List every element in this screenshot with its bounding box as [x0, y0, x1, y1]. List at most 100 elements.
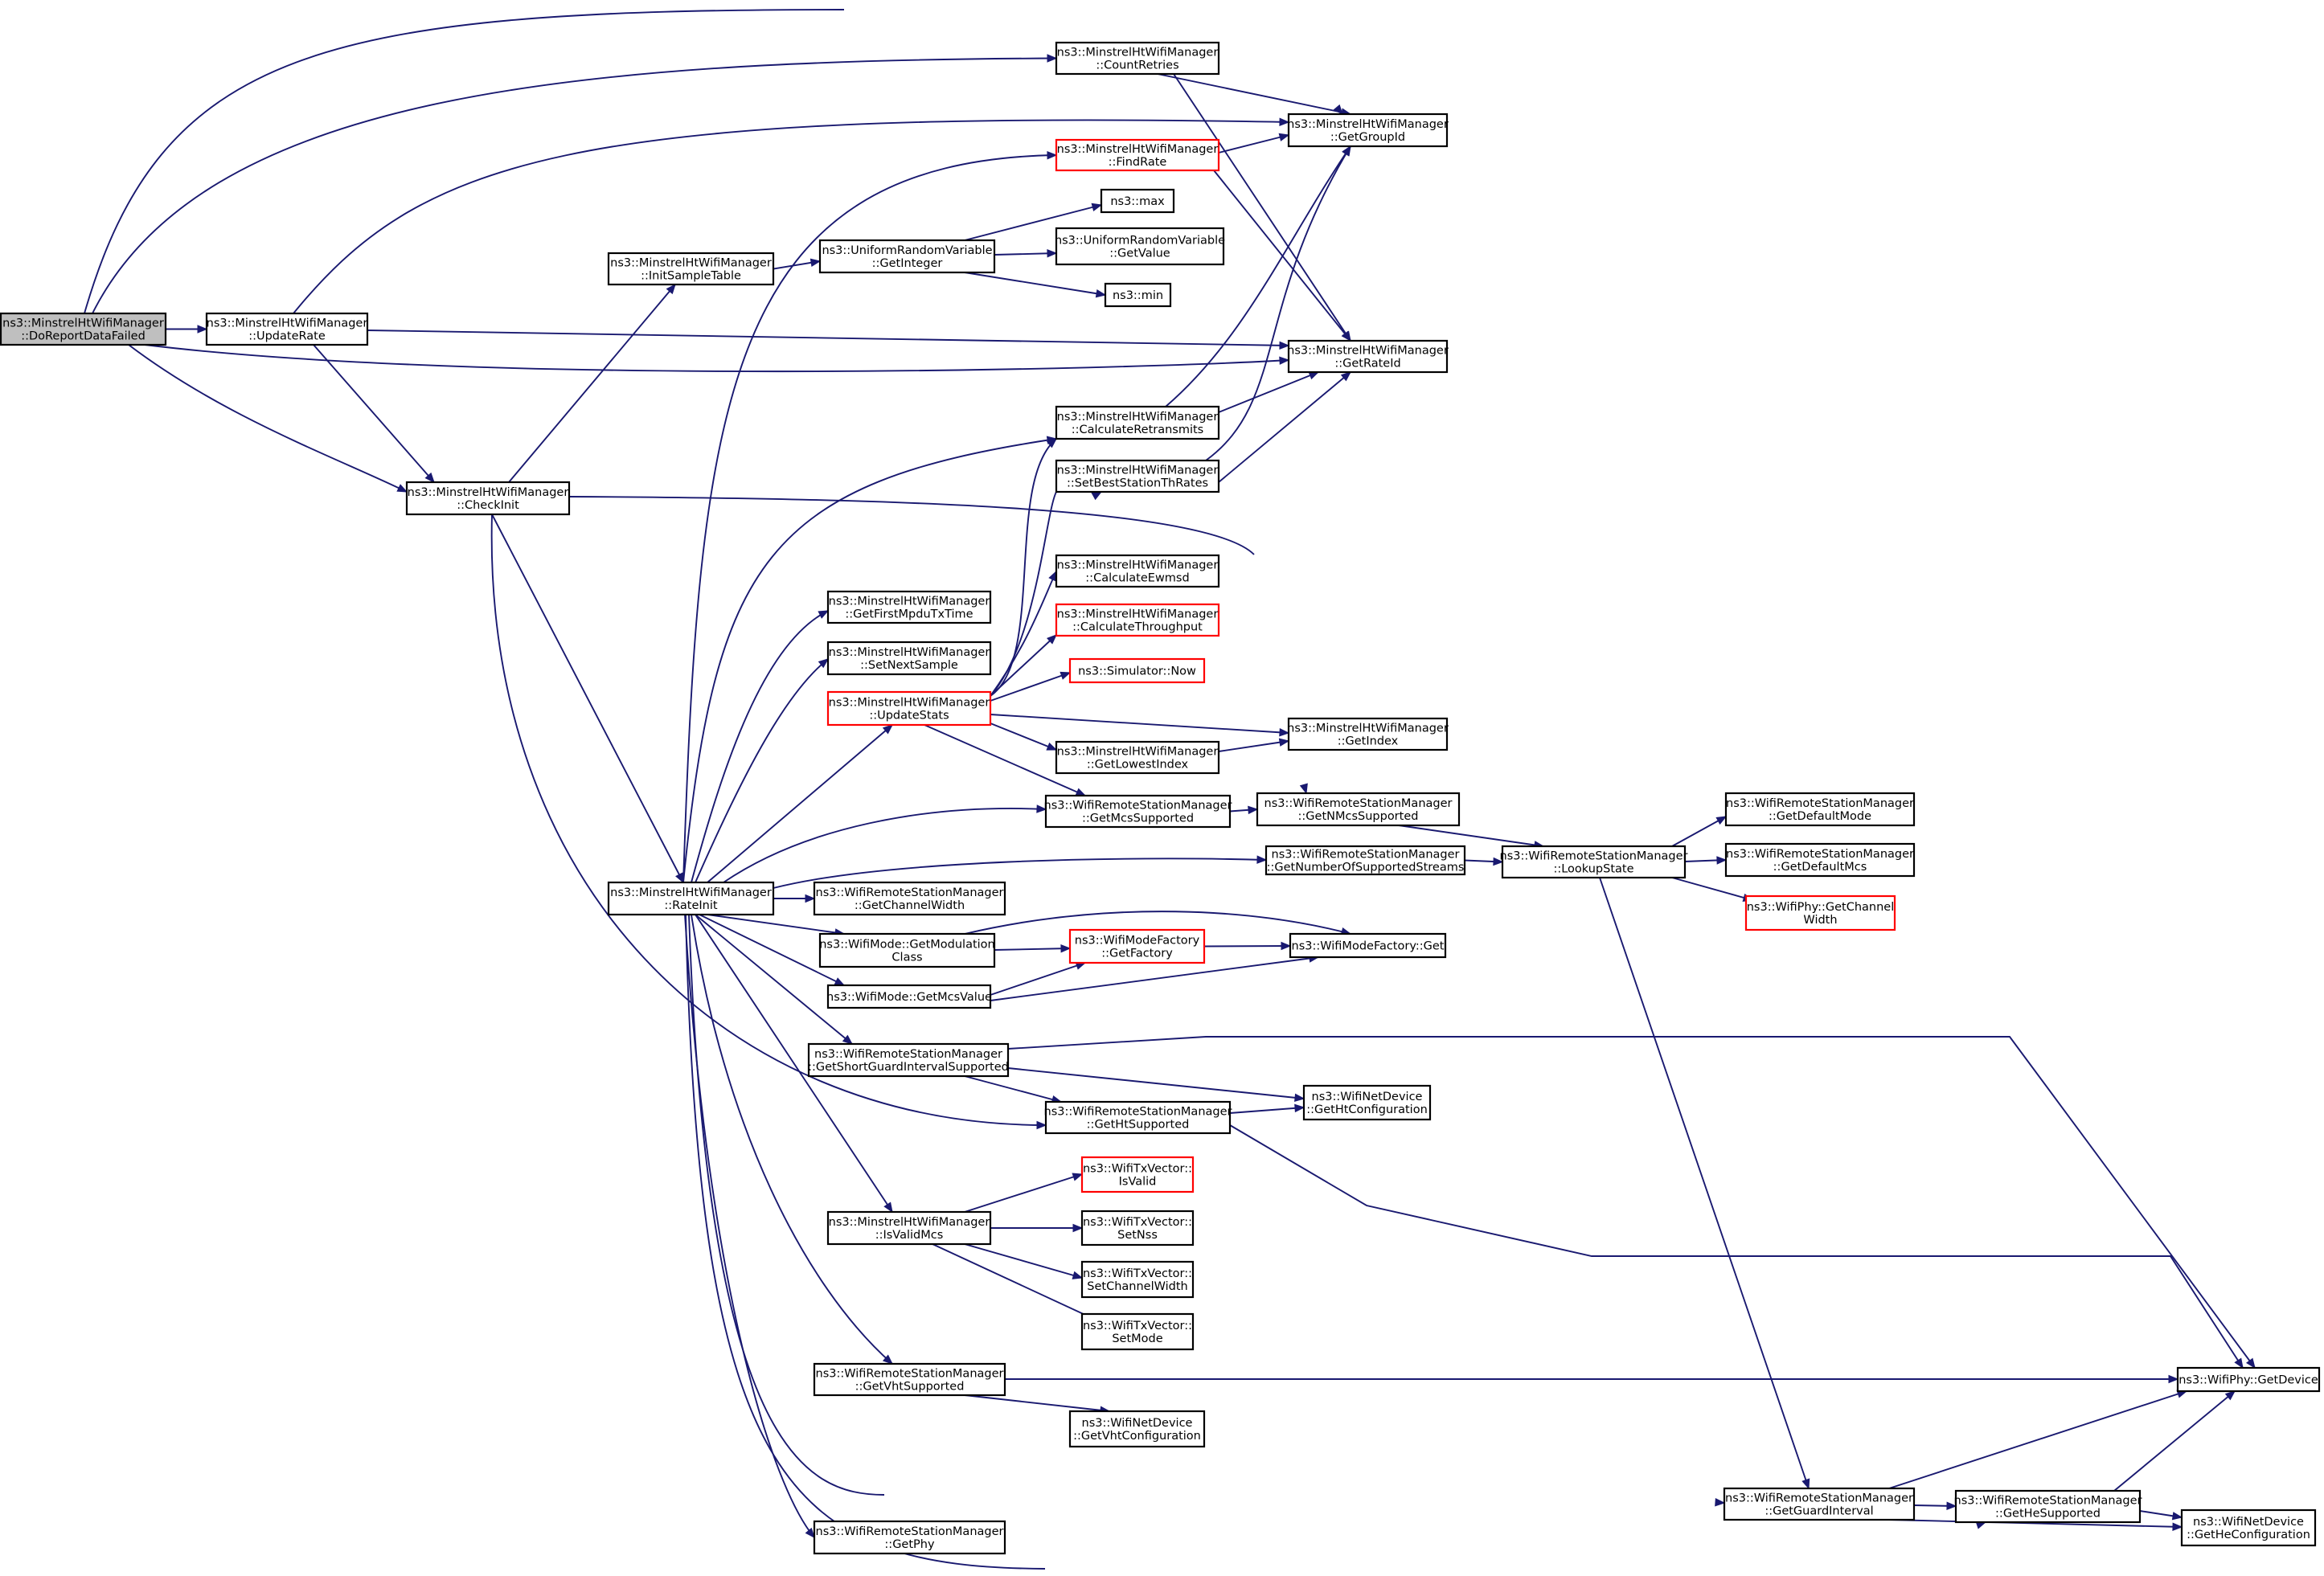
node-box[interactable] — [1287, 717, 1449, 751]
node-calcthr[interactable]: ns3::MinstrelHtWifiManager::CalculateThr… — [1055, 603, 1220, 637]
node-getdefmode[interactable]: ns3::WifiRemoteStationManager::GetDefaul… — [1724, 792, 1916, 827]
node-box[interactable] — [813, 881, 1006, 916]
node-box[interactable] — [1055, 227, 1225, 266]
node-gethtsup[interactable]: ns3::WifiRemoteStationManager::GetHtSupp… — [1044, 1100, 1232, 1135]
node-setnss[interactable]: ns3::WifiTxVector::SetNss — [1080, 1210, 1195, 1246]
node-box[interactable] — [1080, 1260, 1195, 1299]
node-box[interactable] — [2176, 1366, 2321, 1393]
node-getvalue[interactable]: ns3::UniformRandomVariable::GetValue — [1055, 227, 1225, 266]
node-box[interactable] — [826, 1210, 992, 1246]
node-box[interactable] — [1080, 1312, 1195, 1351]
node-getsgi[interactable]: ns3::WifiRemoteStationManager::GetShortG… — [807, 1042, 1010, 1078]
node-getvhtsup[interactable]: ns3::WifiRemoteStationManager::GetVhtSup… — [813, 1362, 1006, 1397]
node-gethesup[interactable]: ns3::WifiRemoteStationManager::GetHeSupp… — [1954, 1489, 2142, 1524]
node-lookupstate[interactable]: ns3::WifiRemoteStationManager::LookupSta… — [1500, 845, 1688, 879]
node-box[interactable] — [1044, 794, 1232, 829]
node-box[interactable] — [813, 1520, 1006, 1555]
node-simnow[interactable]: ns3::Simulator::Now — [1068, 657, 1206, 684]
node-box[interactable] — [826, 984, 992, 1009]
node-box[interactable] — [607, 252, 775, 286]
node-box[interactable] — [1080, 1156, 1195, 1193]
node-box[interactable] — [813, 1362, 1006, 1397]
node-box[interactable] — [1104, 282, 1172, 308]
node-box[interactable] — [1055, 405, 1220, 440]
node-getchwidth[interactable]: ns3::WifiRemoteStationManager::GetChanne… — [813, 881, 1006, 916]
node-box[interactable] — [826, 690, 992, 727]
node-setmode[interactable]: ns3::WifiTxVector::SetMode — [1080, 1312, 1195, 1351]
node-box[interactable] — [2180, 1508, 2317, 1547]
node-getheconf[interactable]: ns3::WifiNetDevice::GetHeConfiguration — [2180, 1508, 2317, 1547]
node-box[interactable] — [1044, 1100, 1232, 1135]
node-box[interactable] — [1055, 41, 1220, 76]
node-getmcsvalue[interactable]: ns3::WifiMode::GetMcsValue — [826, 984, 992, 1009]
node-getindex[interactable]: ns3::MinstrelHtWifiManager::GetIndex — [1287, 717, 1449, 751]
node-box[interactable] — [1055, 603, 1220, 637]
node-max[interactable]: ns3::max — [1100, 188, 1175, 214]
node-setbest[interactable]: ns3::MinstrelHtWifiManager::SetBestStati… — [1055, 459, 1220, 493]
node-box[interactable] — [1287, 339, 1449, 374]
node-getphy[interactable]: ns3::WifiRemoteStationManager::GetPhy — [813, 1520, 1006, 1555]
node-box[interactable] — [1264, 845, 1466, 876]
node-box[interactable] — [1723, 1487, 1916, 1521]
node-calcewmsd[interactable]: ns3::MinstrelHtWifiManager::CalculateEwm… — [1055, 554, 1220, 588]
node-updatestats[interactable]: ns3::MinstrelHtWifiManager::UpdateStats — [826, 690, 992, 727]
node-box[interactable] — [826, 590, 992, 624]
node-box[interactable] — [1724, 792, 1916, 827]
node-getnmcs[interactable]: ns3::WifiRemoteStationManager::GetNMcsSu… — [1256, 792, 1461, 827]
node-box[interactable] — [1080, 1210, 1195, 1246]
node-doreport[interactable]: ns3::MinstrelHtWifiManager::DoReportData… — [0, 312, 167, 346]
node-box[interactable] — [1744, 894, 1896, 931]
node-getvhtconf[interactable]: ns3::WifiNetDevice::GetVhtConfiguration — [1068, 1410, 1206, 1448]
node-gethtconf[interactable]: ns3::WifiNetDevice::GetHtConfiguration — [1302, 1084, 1432, 1121]
node-getgroupid[interactable]: ns3::MinstrelHtWifiManager::GetGroupId — [1287, 113, 1449, 148]
node-box[interactable] — [1068, 1410, 1206, 1448]
node-getrateid[interactable]: ns3::MinstrelHtWifiManager::GetRateId — [1287, 339, 1449, 374]
node-box[interactable] — [205, 312, 369, 346]
node-getdefmcs[interactable]: ns3::WifiRemoteStationManager::GetDefaul… — [1724, 842, 1916, 878]
node-box[interactable] — [1724, 842, 1916, 878]
node-initsample[interactable]: ns3::MinstrelHtWifiManager::InitSampleTa… — [607, 252, 775, 286]
node-box[interactable] — [818, 239, 996, 274]
node-box[interactable] — [1055, 138, 1220, 172]
node-box[interactable] — [1068, 657, 1206, 684]
node-getlowest[interactable]: ns3::MinstrelHtWifiManager::GetLowestInd… — [1055, 740, 1220, 775]
node-box[interactable] — [1954, 1489, 2142, 1524]
node-box[interactable] — [1055, 554, 1220, 588]
node-box[interactable] — [1256, 792, 1461, 827]
node-box[interactable] — [607, 881, 775, 916]
node-getinteger[interactable]: ns3::UniformRandomVariable::GetInteger — [818, 239, 996, 274]
node-box[interactable] — [1287, 113, 1449, 148]
node-getgi[interactable]: ns3::WifiRemoteStationManager::GetGuardI… — [1723, 1487, 1916, 1521]
node-box[interactable] — [818, 932, 996, 968]
node-wmfget[interactable]: ns3::WifiModeFactory::Get — [1289, 932, 1447, 959]
node-box[interactable] — [1055, 740, 1220, 775]
node-box[interactable] — [826, 641, 992, 676]
node-getnumstreams[interactable]: ns3::WifiRemoteStationManager::GetNumber… — [1264, 845, 1466, 876]
node-findrate[interactable]: ns3::MinstrelHtWifiManager::FindRate — [1055, 138, 1220, 172]
node-box[interactable] — [1289, 932, 1447, 959]
node-box[interactable] — [405, 481, 571, 516]
node-getmcssup[interactable]: ns3::WifiRemoteStationManager::GetMcsSup… — [1044, 794, 1232, 829]
node-min[interactable]: ns3::min — [1104, 282, 1172, 308]
node-box[interactable] — [1100, 188, 1175, 214]
node-getfirstmpdu[interactable]: ns3::MinstrelHtWifiManager::GetFirstMpdu… — [826, 590, 992, 624]
node-setnextsample[interactable]: ns3::MinstrelHtWifiManager::SetNextSampl… — [826, 641, 992, 676]
node-getfactory[interactable]: ns3::WifiModeFactory::GetFactory — [1068, 928, 1206, 964]
node-getchwidthphy[interactable]: ns3::WifiPhy::GetChannelWidth — [1744, 894, 1896, 931]
node-checkinit[interactable]: ns3::MinstrelHtWifiManager::CheckInit — [405, 481, 571, 516]
node-rateinit[interactable]: ns3::MinstrelHtWifiManager::RateInit — [607, 881, 775, 916]
node-box[interactable] — [1068, 928, 1206, 964]
node-box[interactable] — [807, 1042, 1010, 1078]
node-isvalidmcs[interactable]: ns3::MinstrelHtWifiManager::IsValidMcs — [826, 1210, 992, 1246]
node-box[interactable] — [0, 312, 167, 346]
node-countretries[interactable]: ns3::MinstrelHtWifiManager::CountRetries — [1055, 41, 1220, 76]
node-getdevice[interactable]: ns3::WifiPhy::GetDevice — [2176, 1366, 2321, 1393]
node-box[interactable] — [1055, 459, 1220, 493]
node-updaterate[interactable]: ns3::MinstrelHtWifiManager::UpdateRate — [205, 312, 369, 346]
node-box[interactable] — [1501, 845, 1687, 879]
node-setchwidth[interactable]: ns3::WifiTxVector::SetChannelWidth — [1080, 1260, 1195, 1299]
node-calcretx[interactable]: ns3::MinstrelHtWifiManager::CalculateRet… — [1055, 405, 1220, 440]
node-isvalid[interactable]: ns3::WifiTxVector::IsValid — [1080, 1156, 1195, 1193]
node-box[interactable] — [1302, 1084, 1432, 1121]
